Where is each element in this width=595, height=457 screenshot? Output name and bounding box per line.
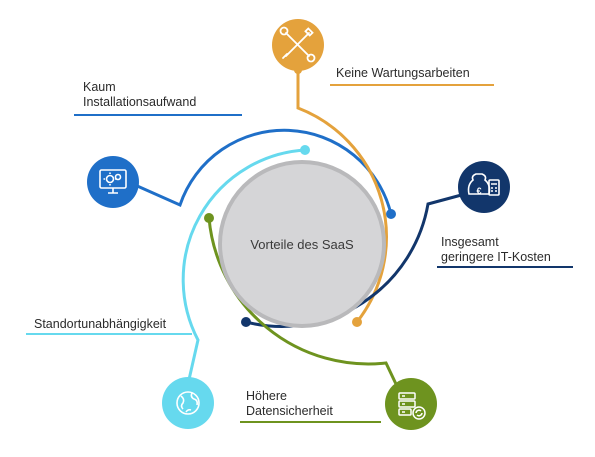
connector-dot-wartung — [352, 317, 362, 327]
connector-sicherheit — [207, 216, 407, 405]
label-sicherheit: Höhere Datensicherheit — [246, 389, 333, 419]
underline-sicherheit — [240, 421, 381, 423]
label-standort: Standortunabhängigkeit — [34, 317, 166, 332]
underline-installation — [74, 114, 242, 116]
benefit-icon-standort — [162, 377, 214, 429]
underline-standort — [26, 333, 192, 335]
benefit-icon-kosten: € — [458, 161, 510, 213]
benefit-icon-wartung — [272, 19, 324, 74]
label-kosten-line1: Insgesamt — [441, 235, 499, 249]
label-sicherheit-line1: Höhere — [246, 389, 287, 403]
underline-kosten — [437, 266, 573, 268]
benefit-icon-installation — [87, 156, 139, 208]
connector-kosten — [244, 188, 482, 328]
label-installation: Kaum Installationsaufwand — [83, 80, 196, 110]
label-kosten: Insgesamt geringere IT-Kosten — [441, 235, 551, 265]
label-wartung-line1: Keine Wartungsarbeiten — [336, 66, 470, 80]
connector-dot-kosten — [241, 317, 251, 327]
label-sicherheit-line2: Datensicherheit — [246, 404, 333, 418]
connector-wartung — [296, 70, 388, 324]
connector-dot-standort — [300, 145, 310, 155]
connector-dot-sicherheit — [204, 213, 214, 223]
server-shield-icon — [398, 392, 426, 420]
svg-text:€: € — [476, 186, 481, 196]
money-calculator-icon: € — [467, 173, 500, 196]
connector-dot-installation — [386, 209, 396, 219]
label-kosten-line2: geringere IT-Kosten — [441, 250, 551, 264]
label-standort-line1: Standortunabhängigkeit — [34, 317, 167, 331]
globe-icon — [176, 391, 200, 415]
underline-wartung — [330, 84, 494, 86]
benefit-icon-sicherheit — [385, 378, 437, 430]
label-installation-line2: Installationsaufwand — [83, 95, 197, 109]
monitor-gears-icon — [99, 169, 127, 194]
connector-standort — [181, 148, 307, 386]
label-wartung: Keine Wartungsarbeiten — [336, 66, 470, 81]
center-title: Vorteile des SaaS — [250, 237, 354, 252]
label-installation-line1: Kaum — [83, 80, 116, 94]
tools-icon — [279, 26, 316, 63]
center-circle — [218, 160, 386, 328]
